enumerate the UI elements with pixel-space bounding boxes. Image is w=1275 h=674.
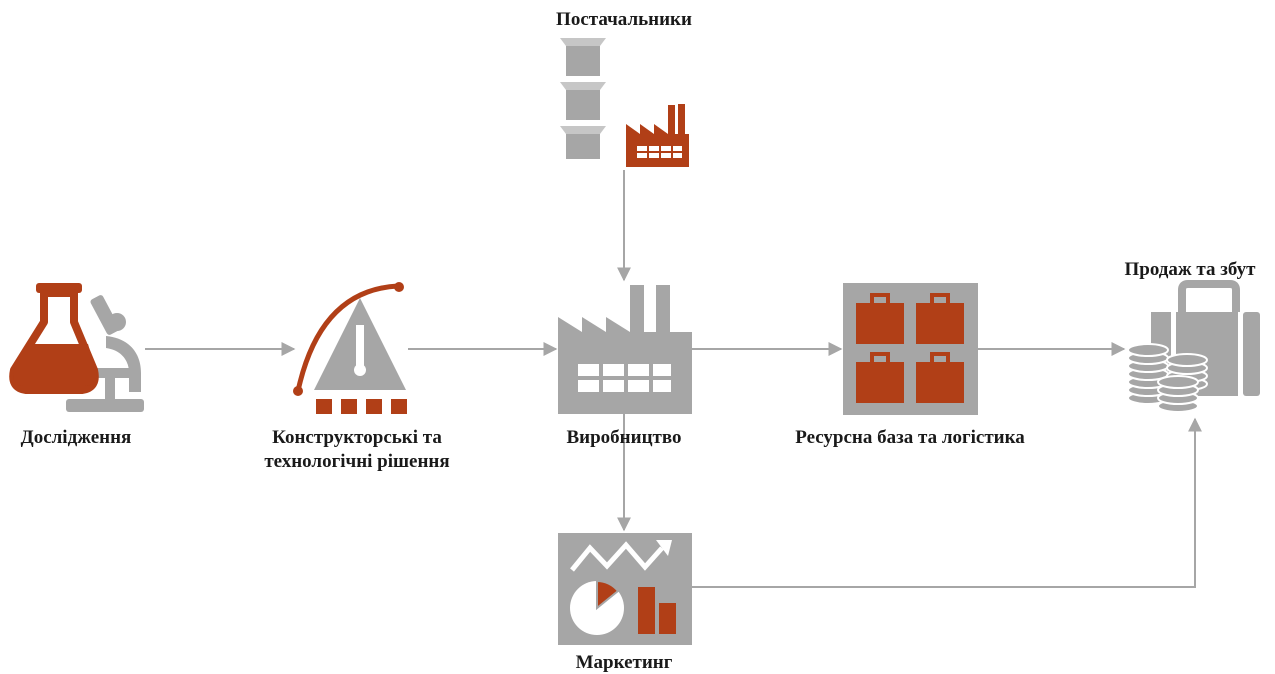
node-label-suppliers: Постачальники xyxy=(556,9,692,30)
compass-triangle-icon xyxy=(293,282,407,414)
supplier-boxes-factory-icon xyxy=(560,38,689,167)
node-label-logistics: Ресурсна база та логістика xyxy=(795,427,1025,448)
connectors xyxy=(145,170,1202,588)
marketing-chart-icon xyxy=(558,533,692,645)
flask-microscope-icon xyxy=(9,283,144,412)
edge-marketing-to-sales xyxy=(692,417,1202,588)
node-label-design-line2: технологічні рішення xyxy=(264,451,450,472)
node-label-marketing: Маркетинг xyxy=(575,652,673,673)
node-label-sales: Продаж та збут xyxy=(1124,259,1256,280)
node-label-research: Дослідження xyxy=(20,427,132,448)
node-label-design-line1: Конструкторські та xyxy=(272,427,442,448)
briefcases-icon xyxy=(843,283,978,415)
node-label-production: Виробництво xyxy=(566,427,682,448)
suitcase-coins-icon xyxy=(1127,280,1260,413)
factory-icon xyxy=(558,285,692,414)
